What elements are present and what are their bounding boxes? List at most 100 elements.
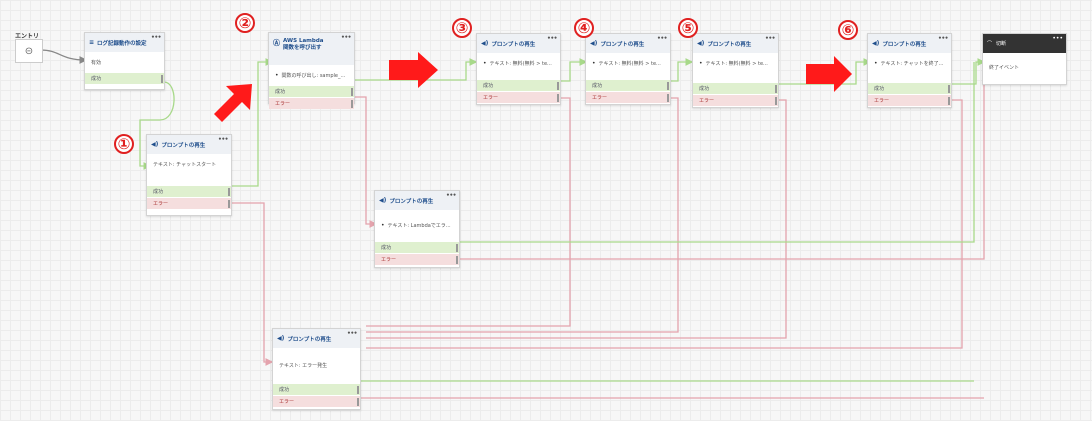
- bullet-icon: •: [874, 59, 878, 67]
- branch-success[interactable]: 成功: [147, 185, 231, 197]
- branch-success[interactable]: 成功: [273, 383, 360, 395]
- more-options-icon[interactable]: •••: [764, 35, 776, 42]
- branch-success[interactable]: 成功: [693, 82, 778, 94]
- block-title-line1: AWS Lambda: [283, 38, 324, 44]
- branch-error[interactable]: エラー: [147, 197, 231, 209]
- block-prompt-3[interactable]: ◀) プロンプトの再生 ••• •テキスト: 無料(無料 > te... 成功 …: [476, 33, 561, 105]
- wire-lambda-plambda: [354, 96, 378, 228]
- branch-error[interactable]: エラー: [273, 395, 360, 407]
- more-options-icon[interactable]: •••: [150, 34, 162, 41]
- bullet-icon: •: [381, 221, 385, 229]
- block-body: テキスト: 無料(無料 > te...: [705, 60, 768, 67]
- block-body: テキスト: 無料(無料 > te...: [489, 60, 552, 67]
- branch-label: 成功: [153, 189, 164, 195]
- speaker-icon: ◀): [481, 40, 489, 47]
- branch-label: 成功: [91, 76, 102, 82]
- entry-label: エントリ: [15, 33, 40, 40]
- block-title-line2: 関数を呼び出す: [283, 45, 322, 51]
- branch-error[interactable]: エラー: [586, 91, 670, 103]
- block-prompt-lambda-error[interactable]: ◀) プロンプトの再生 ••• •テキスト: Lambdaでエラ... 成功 エ…: [374, 190, 460, 268]
- branch-label: 成功: [275, 89, 286, 95]
- speaker-icon: ◀): [379, 197, 387, 204]
- log-icon: ≡: [89, 39, 95, 46]
- output-port: [667, 82, 669, 90]
- branch-label: エラー: [874, 98, 890, 104]
- marker-1: ①: [114, 134, 134, 154]
- branch-label: 成功: [483, 83, 494, 89]
- red-arrow-2: [389, 52, 438, 88]
- branch-success[interactable]: 成功: [868, 82, 951, 94]
- marker-6: ⑥: [838, 20, 858, 40]
- speaker-icon: ◀): [872, 40, 880, 47]
- branch-label: エラー: [153, 201, 169, 207]
- marker-4: ④: [574, 18, 594, 38]
- branch-success[interactable]: 成功: [85, 72, 164, 84]
- block-aws-lambda[interactable]: Ⓐ AWS Lambda 関数を呼び出す ••• •関数の呼び出し: sampl…: [268, 32, 355, 109]
- block-title: プロンプトの再生: [882, 41, 927, 48]
- marker-3: ③: [452, 18, 472, 38]
- wire-p5-p6: [778, 58, 872, 85]
- marker-5: ⑤: [678, 18, 698, 38]
- branch-label: 成功: [699, 86, 710, 92]
- branch-error[interactable]: エラー: [868, 94, 951, 106]
- branch-label: 成功: [592, 83, 603, 89]
- more-options-icon[interactable]: •••: [937, 35, 949, 42]
- wire-p1-perr: [231, 202, 274, 366]
- block-prompt-error[interactable]: ◀) プロンプトの再生 ••• テキスト: エラー発生 成功 エラー: [272, 328, 361, 410]
- output-port: [228, 188, 230, 196]
- entry-icon[interactable]: ⊝: [15, 39, 43, 63]
- branch-success[interactable]: 成功: [269, 85, 354, 97]
- block-title: プロンプトの再生: [600, 41, 645, 48]
- more-options-icon[interactable]: •••: [546, 35, 558, 42]
- output-port: [775, 97, 777, 105]
- more-options-icon[interactable]: •••: [217, 136, 229, 143]
- block-log-setting[interactable]: ≡ ログ記録動作の設定 ••• 有効 成功: [84, 32, 165, 90]
- more-options-icon[interactable]: •••: [445, 192, 457, 199]
- branch-error[interactable]: エラー: [375, 253, 459, 265]
- wire-p4-p5: [670, 58, 694, 82]
- wire-p6-disconnect: [951, 58, 986, 85]
- branch-success[interactable]: 成功: [477, 79, 560, 91]
- branch-label: エラー: [483, 95, 499, 101]
- more-options-icon[interactable]: •••: [346, 330, 358, 337]
- bullet-icon: •: [483, 59, 487, 67]
- block-prompt-1[interactable]: ◀) プロンプトの再生 ••• テキスト: チャットスタート 成功 エラー: [146, 134, 232, 216]
- branch-label: 成功: [381, 245, 392, 251]
- output-port: [456, 256, 458, 264]
- more-options-icon[interactable]: •••: [340, 34, 352, 41]
- block-body: 有効: [91, 59, 102, 66]
- bullet-icon: •: [699, 59, 703, 67]
- branch-label: エラー: [279, 399, 295, 405]
- branch-error[interactable]: エラー: [269, 97, 354, 109]
- block-body: 終了イベント: [989, 64, 1020, 71]
- block-title: プロンプトの再生: [707, 41, 752, 48]
- bullet-icon: •: [592, 59, 596, 67]
- branch-label: エラー: [381, 257, 397, 263]
- branch-success[interactable]: 成功: [375, 241, 459, 253]
- output-port: [351, 88, 353, 96]
- red-arrow-3: [806, 56, 852, 92]
- branch-error[interactable]: エラー: [693, 94, 778, 106]
- speaker-icon: ◀): [697, 40, 705, 47]
- more-options-icon[interactable]: •••: [1052, 35, 1063, 42]
- branch-label: 成功: [874, 86, 885, 92]
- block-prompt-5[interactable]: ◀) プロンプトの再生 ••• •テキスト: 無料(無料 > te... 成功 …: [692, 33, 779, 108]
- output-port: [775, 85, 777, 93]
- wire-lambda-p3: [354, 58, 478, 81]
- output-port: [357, 386, 359, 394]
- block-body: テキスト: チャットスタート: [153, 161, 217, 168]
- branch-error[interactable]: エラー: [477, 91, 560, 103]
- block-body: テキスト: 無料(無料 > te...: [598, 60, 661, 67]
- speaker-icon: ◀): [590, 40, 598, 47]
- block-title: 切断: [996, 41, 1007, 47]
- block-body: テキスト: チャットを終了...: [880, 60, 944, 67]
- marker-2: ②: [235, 13, 255, 33]
- wire-p3-p4: [560, 58, 588, 82]
- branch-success[interactable]: 成功: [586, 79, 670, 91]
- more-options-icon[interactable]: •••: [656, 35, 668, 42]
- block-prompt-6[interactable]: ◀) プロンプトの再生 ••• •テキスト: チャットを終了... 成功 エラー: [867, 33, 952, 108]
- speaker-icon: ◀): [277, 335, 285, 342]
- branch-label: 成功: [279, 387, 290, 393]
- block-disconnect[interactable]: ⌒ 切断 ••• 終了イベント: [982, 33, 1067, 85]
- block-prompt-4[interactable]: ◀) プロンプトの再生 ••• •テキスト: 無料(無料 > te... 成功 …: [585, 33, 671, 105]
